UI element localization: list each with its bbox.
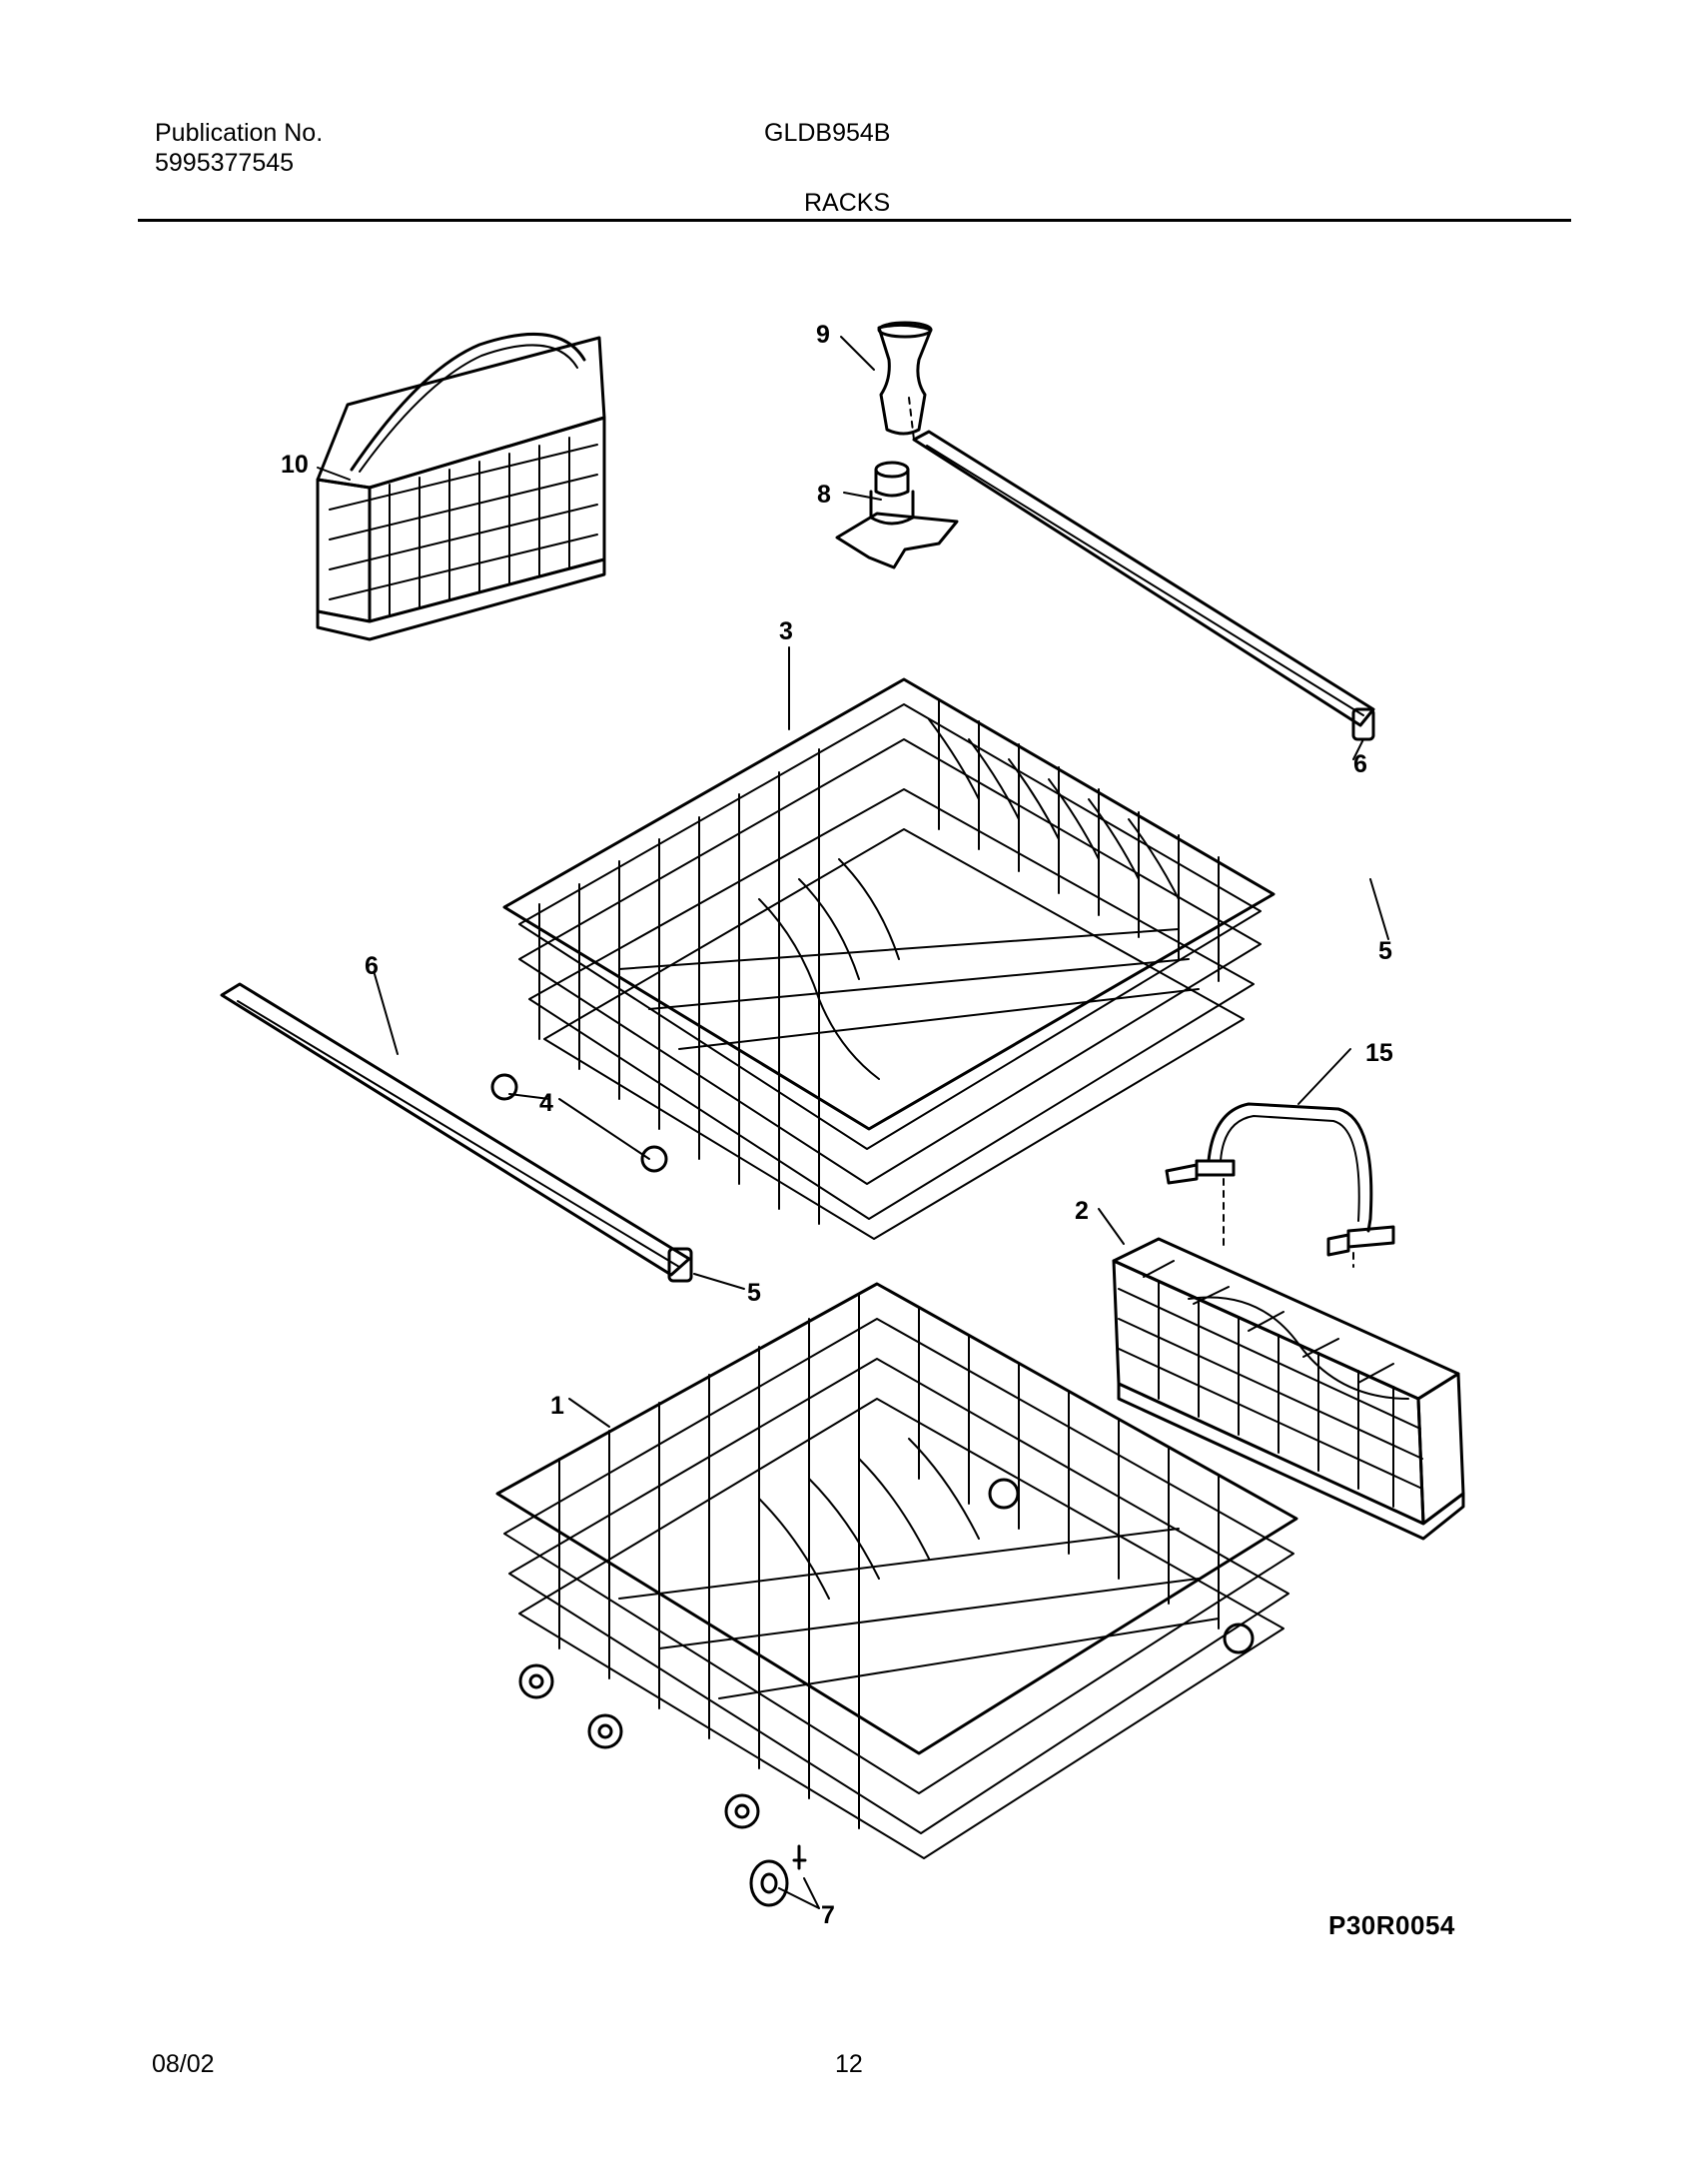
callout-8: 8 (817, 481, 831, 509)
callout-6-right: 6 (1353, 750, 1367, 778)
callout-3: 3 (779, 617, 793, 645)
lower-rack-part-1 (495, 1282, 1298, 1859)
model-number: GLDB954B (764, 119, 891, 147)
callout-6-left: 6 (365, 952, 379, 980)
rack-rail-right (912, 430, 1375, 741)
callout-10: 10 (281, 451, 309, 479)
basket-part-10 (316, 332, 606, 641)
wheel-part-7 (749, 1844, 807, 1907)
callout-1: 1 (550, 1392, 564, 1420)
callout-5-right: 5 (1378, 937, 1392, 965)
basket-handle-part-15 (1165, 1102, 1395, 1268)
callout-2: 2 (1075, 1197, 1089, 1225)
callout-15: 15 (1365, 1039, 1393, 1067)
callout-4: 4 (539, 1089, 553, 1117)
silverware-basket-part-2 (1112, 1237, 1465, 1541)
diagram-code: P30R0054 (1328, 1910, 1455, 1940)
section-title: RACKS (804, 189, 891, 217)
publication-label: Publication No. (155, 119, 324, 147)
rack-rail-left (220, 982, 693, 1283)
leader-lines (317, 336, 1389, 1909)
callout-7: 7 (821, 1901, 835, 1929)
publication-number: 5995377545 (155, 149, 295, 177)
callout-9: 9 (816, 321, 830, 349)
publication-date: 08/02 (152, 2050, 215, 2078)
callout-5-left: 5 (747, 1279, 761, 1307)
page-number: 12 (835, 2050, 863, 2078)
header-divider (138, 219, 1571, 222)
upper-rack-part-3 (490, 677, 1276, 1240)
spray-arm-parts (835, 321, 959, 569)
